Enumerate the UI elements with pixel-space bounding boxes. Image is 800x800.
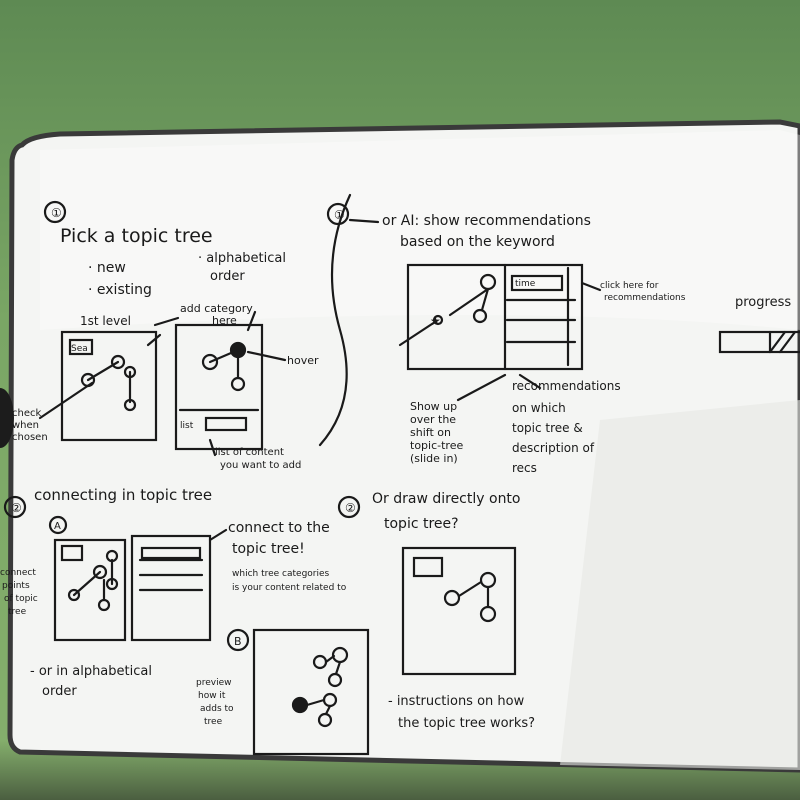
- s1b-right-4: description of: [512, 441, 595, 455]
- whiteboard-shade: [560, 400, 800, 770]
- dark-object: [0, 388, 14, 448]
- s1b-btn-2: recommendations: [604, 293, 686, 303]
- handwriting: ① Pick a topic tree · new · existing · a…: [0, 206, 791, 731]
- s2-title: connecting in topic tree: [34, 486, 212, 504]
- s1-number: ①: [51, 206, 62, 220]
- s2-connect-1: connect to the: [228, 520, 330, 536]
- s1b-left-3: shift on: [410, 426, 451, 439]
- s1b-title-2: based on the keyword: [400, 234, 555, 250]
- s2b-inst-1: - instructions on how: [388, 694, 525, 709]
- s1-title: Pick a topic tree: [60, 225, 213, 247]
- s1b-time: time: [515, 279, 536, 289]
- s2-connect-4: is your content related to: [232, 583, 347, 593]
- s1-add-category: add category: [180, 302, 253, 315]
- s1-hover: hover: [287, 354, 319, 367]
- s1-add-category-2: here: [212, 314, 237, 327]
- s2-right-frame: [130, 534, 212, 642]
- s2-number: ②: [11, 501, 22, 515]
- s1-check-2: when: [12, 420, 39, 431]
- s2-connect-3: which tree categories: [232, 569, 330, 579]
- s1b-right-1: recommendations: [512, 379, 621, 393]
- s1-search: Sea: [71, 344, 88, 354]
- s2-preview-frame: [252, 628, 370, 756]
- s1-check-3: chosen: [12, 432, 48, 443]
- s1b-left-1: Show up: [410, 400, 457, 413]
- s2-preview-2: how it: [198, 691, 226, 701]
- s2-alpha-2: order: [42, 684, 77, 699]
- s1b-right-5: recs: [512, 461, 537, 475]
- s1b-progress: progress: [735, 295, 791, 310]
- s1b-btn-1: click here for: [600, 281, 659, 291]
- s2b-title-2: topic tree?: [384, 516, 459, 532]
- s1b-star: ★: [430, 314, 441, 328]
- s1-level: 1st level: [80, 314, 131, 328]
- s2-left-2: points: [2, 581, 30, 591]
- progress-bar: [718, 330, 800, 354]
- s1b-left-2: over the: [410, 413, 456, 426]
- s1b-right-2: on which: [512, 401, 566, 415]
- s2b-inst-2: the topic tree works?: [398, 716, 535, 731]
- s1-right-frame: [174, 323, 264, 451]
- s2b-title-1: Or draw directly onto: [372, 491, 521, 507]
- s1-bottom-2: you want to add: [220, 460, 301, 471]
- s2-connect-2: topic tree!: [232, 541, 305, 557]
- s1-left-frame: [60, 330, 158, 442]
- s2b-frame: [401, 546, 517, 676]
- s2-preview-4: tree: [204, 717, 223, 727]
- s2b-number: ②: [345, 501, 356, 515]
- s1-bottom-1: list of content: [215, 447, 284, 458]
- s2-preview-1: preview: [196, 678, 231, 688]
- s2-left-frame: [53, 538, 127, 642]
- s1b-left-5: (slide in): [410, 452, 458, 465]
- s1b-title-1: or AI: show recommendations: [382, 213, 591, 229]
- s2-preview-3: adds to: [200, 704, 234, 714]
- s1b-frame: [406, 263, 584, 371]
- s1-check-1: check: [12, 408, 41, 419]
- s2-b: B: [234, 635, 242, 648]
- s1b-right-3: topic tree &: [512, 421, 583, 435]
- s1b-number: ①: [334, 208, 345, 222]
- s1b-left-4: topic-tree: [410, 439, 463, 452]
- s2-left-1: connect: [0, 568, 36, 578]
- s2-alpha-1: - or in alphabetical: [30, 664, 152, 679]
- s2-left-3: of topic: [4, 594, 38, 604]
- s1-list: list: [180, 421, 194, 431]
- s2-a: A: [54, 521, 61, 532]
- s1-opt-new: · new: [88, 260, 126, 276]
- s1-alpha: · alphabetical: [198, 251, 286, 266]
- s2-left-4: tree: [8, 607, 27, 617]
- s1-alpha2: order: [210, 269, 245, 284]
- whiteboard-glare: [40, 130, 800, 330]
- s1-opt-existing: · existing: [88, 282, 152, 298]
- sketches: [3, 193, 800, 756]
